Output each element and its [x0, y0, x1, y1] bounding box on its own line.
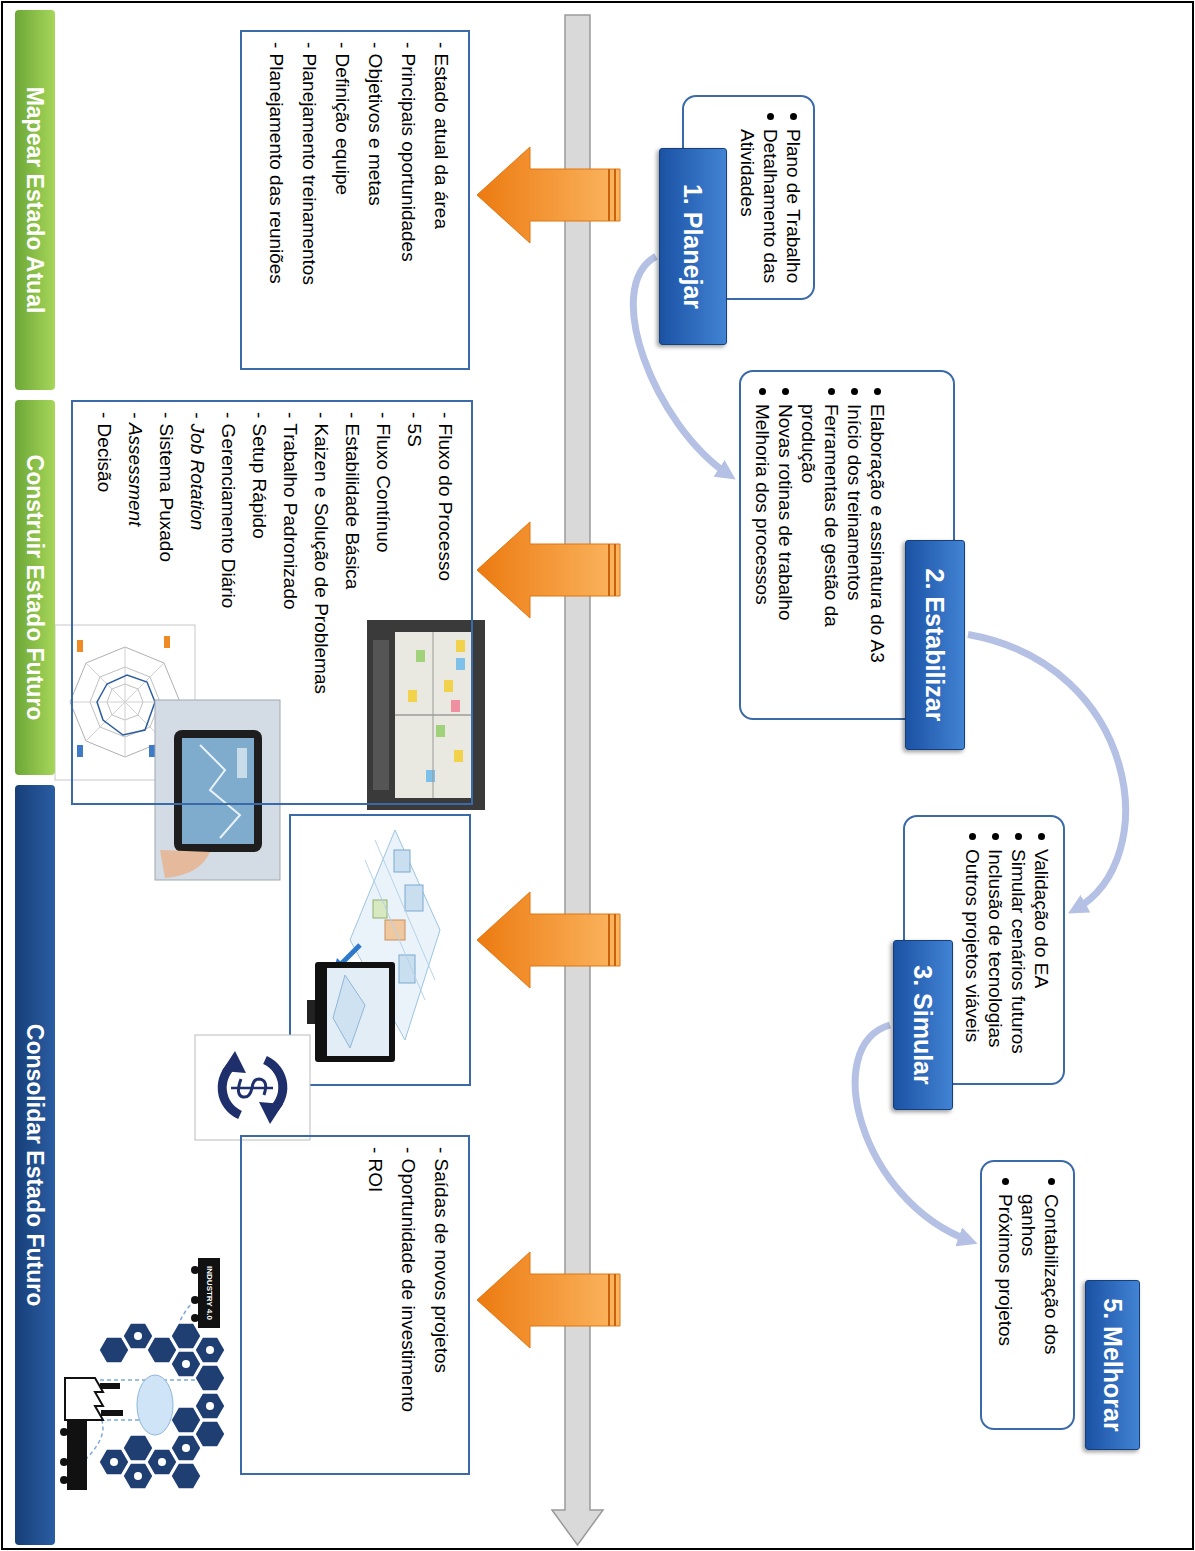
list-item: - Estabilidade Básica: [337, 412, 368, 795]
step-detail-box: Contabilização dos ganhosPróximos projet…: [980, 1160, 1075, 1430]
tablet-photo: [155, 700, 280, 880]
orange-arrow: [477, 522, 620, 618]
list-item: - Saídas de novos projetos: [425, 1147, 458, 1465]
list-item: - Decisão: [89, 412, 120, 795]
phase-band: Consolidar Estado Futuro: [15, 785, 55, 1545]
step-label: 5. Melhorar: [1085, 1280, 1140, 1450]
list-item: - Fluxo do Processo: [430, 412, 461, 795]
bullet-text: Outros projetos viáveis: [961, 829, 984, 1073]
orange-arrow: [477, 1252, 620, 1348]
band-title: Construir Estado Futuro: [22, 455, 49, 721]
cycle-money-icon: [195, 1035, 310, 1140]
list-item: - Principais oportunidades: [392, 42, 425, 360]
list-item: - Gerenciamento Diário: [213, 412, 244, 795]
board-photo: [367, 620, 485, 810]
step-title: 3. Simular: [909, 965, 938, 1085]
bullet-text: Inclusão de tecnologias: [984, 829, 1007, 1073]
digital-twin-illustration: [290, 815, 470, 1085]
illustration-text: INDUSTRY 4.0: [201, 1258, 217, 1328]
list-item: - Job Rotation: [182, 412, 213, 795]
bullet-text: Início dos treinamentos: [843, 384, 866, 708]
list-item: - Kaizen e Solução de Problemas: [306, 412, 337, 795]
list-item: - Estado atual da área: [425, 42, 458, 360]
step-title: 2. Estabilizar: [921, 569, 950, 722]
bullet-text: Ferramentas de gestão da produção: [797, 384, 843, 708]
list-item: - Oportunidade de investimento: [392, 1147, 425, 1465]
list-item: - Planejamento treinamentos: [293, 42, 326, 360]
bullet-text: Validação do EA: [1030, 829, 1053, 1073]
orange-arrow: [477, 892, 620, 988]
step-label: 1. Planejar: [659, 148, 727, 345]
topic-list-box: - Estado atual da área- Principais oport…: [240, 30, 470, 370]
step-label: 2. Estabilizar: [905, 540, 965, 750]
topic-list-box: - Fluxo do Processo- 5S- Fluxo Contínuo-…: [71, 400, 473, 805]
band-title: Mapear Estado Atual: [22, 87, 49, 314]
list-item: - Sistema Puxado: [151, 412, 182, 795]
list-item: - Assessment: [120, 412, 151, 795]
list-item: - Objetivos e metas: [359, 42, 392, 360]
bullet-text: Detalhamento das Atividades: [736, 109, 782, 288]
bullet-text: Próximos projetos: [994, 1174, 1017, 1418]
list-item: - Planejamento das reuniões: [260, 42, 293, 360]
phase-band: Mapear Estado Atual: [15, 10, 55, 390]
band-title: Consolidar Estado Futuro: [22, 1024, 49, 1306]
industry-4-0-illustration: [60, 1258, 225, 1490]
topic-list-box: - Saídas de novos projetos- Oportunidade…: [240, 1135, 470, 1475]
orange-arrow: [477, 147, 620, 243]
list-item: - Trabalho Padronizado: [275, 412, 306, 795]
step-label: 3. Simular: [893, 940, 953, 1110]
bullet-text: Plano de Trabalho: [782, 109, 805, 288]
step-title: 5. Melhorar: [1098, 1298, 1127, 1431]
list-item: - Definição equipe: [326, 42, 359, 360]
bullet-text: Elaboração e assinatura do A3: [866, 384, 889, 708]
list-item: - Fluxo Contínuo: [368, 412, 399, 795]
list-item: - Setup Rápido: [244, 412, 275, 795]
bullet-text: Simular cenários futuros: [1007, 829, 1030, 1073]
bullet-text: Melhoria dos processos: [751, 384, 774, 708]
bullet-text: Novas rotinas de trabalho: [774, 384, 797, 708]
bullet-text: Contabilização dos ganhos: [1017, 1174, 1063, 1418]
phase-band: Construir Estado Futuro: [15, 400, 55, 775]
step-title: 1. Planejar: [679, 184, 708, 309]
list-item: - 5S: [399, 412, 430, 795]
list-item: - ROI: [359, 1147, 392, 1465]
